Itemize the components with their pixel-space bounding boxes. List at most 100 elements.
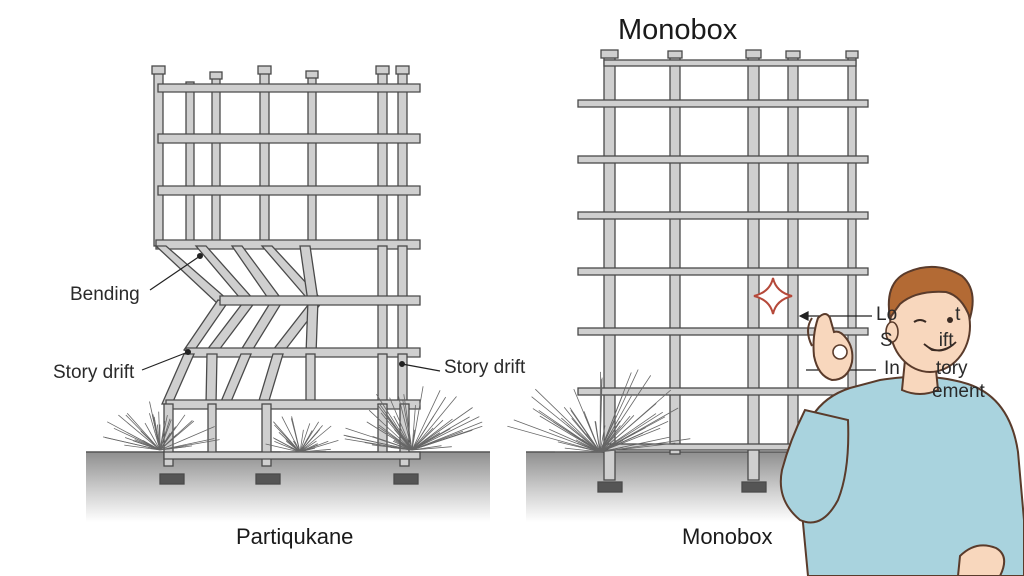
crack-burst-line bbox=[599, 416, 666, 453]
label-right-line3-head: In bbox=[884, 358, 900, 379]
crack-burst-line bbox=[577, 442, 601, 453]
crack-burst-line bbox=[134, 439, 161, 451]
crack-burst-line bbox=[299, 423, 311, 453]
label-right-line3: In tory bbox=[884, 358, 968, 380]
label-story-drift-right: Story drift bbox=[444, 357, 526, 378]
label-right-line1-head: Lo bbox=[876, 304, 898, 325]
crack-burst-line bbox=[153, 416, 161, 451]
crack-burst-line bbox=[265, 443, 301, 453]
crack-burst-line bbox=[411, 430, 464, 451]
crack-burst-line bbox=[411, 396, 457, 451]
crack-burst-line bbox=[343, 434, 413, 451]
crack-burst-line bbox=[159, 414, 186, 451]
crack-burst-line bbox=[570, 410, 601, 453]
crack-burst-line bbox=[368, 409, 413, 451]
crack-burst-line bbox=[124, 444, 161, 451]
crack-burst-line bbox=[599, 392, 624, 453]
crack-burst-line bbox=[299, 431, 319, 453]
crack-burst-line bbox=[599, 427, 661, 453]
crack-burst-line bbox=[599, 411, 664, 453]
crack-burst-line bbox=[599, 442, 676, 453]
crack-burst-line bbox=[411, 446, 452, 451]
crack-burst-line bbox=[299, 447, 316, 453]
left-ground bbox=[86, 451, 490, 522]
right-crack-bursts bbox=[507, 369, 691, 453]
sparkle-icon bbox=[753, 277, 793, 315]
crack-burst-line bbox=[397, 395, 413, 451]
crack-burst-line bbox=[411, 445, 442, 451]
crack-burst-line bbox=[563, 407, 601, 453]
crack-burst-line bbox=[564, 447, 601, 453]
crack-burst-line bbox=[113, 427, 161, 451]
crack-burst-line bbox=[599, 425, 606, 453]
crack-burst-line bbox=[118, 414, 161, 451]
label-right-line1-tail: t bbox=[955, 304, 961, 325]
left-building bbox=[151, 65, 421, 485]
crack-burst-line bbox=[393, 415, 413, 451]
label-right-line2-head: S bbox=[880, 330, 893, 351]
caption-right: Monobox bbox=[682, 524, 773, 549]
crack-burst-line bbox=[599, 413, 657, 453]
label-bending: Bending bbox=[70, 284, 140, 305]
crack-burst-line bbox=[274, 441, 301, 453]
crack-burst-line bbox=[299, 429, 304, 453]
crack-burst-line bbox=[599, 371, 601, 453]
crack-burst-line bbox=[144, 422, 161, 451]
crack-burst-line bbox=[411, 415, 435, 451]
crack-burst-line bbox=[599, 421, 669, 453]
right-building bbox=[577, 49, 869, 493]
crack-burst-line bbox=[599, 438, 691, 453]
crack-burst-line bbox=[125, 414, 161, 451]
crack-burst-line bbox=[594, 421, 601, 453]
label-right-line1: Lo t bbox=[876, 304, 960, 326]
crack-burst-line bbox=[379, 404, 413, 451]
crack-burst-line bbox=[299, 450, 326, 453]
crack-burst-line bbox=[364, 442, 413, 451]
crack-burst-line bbox=[107, 421, 161, 451]
crack-burst-line bbox=[566, 424, 601, 453]
crack-burst-line bbox=[293, 440, 301, 453]
crack-burst-line bbox=[507, 425, 601, 453]
crack-burst-line bbox=[535, 388, 601, 453]
crack-burst-line bbox=[159, 419, 172, 451]
crack-burst-line bbox=[159, 420, 166, 451]
crack-burst-line bbox=[159, 420, 193, 451]
left-crack-bursts bbox=[103, 386, 483, 453]
crack-burst-line bbox=[274, 424, 301, 453]
label-right-line2-tail: ift bbox=[938, 330, 954, 351]
person-illustration bbox=[779, 265, 1024, 576]
crack-burst-line bbox=[281, 416, 301, 453]
crack-burst-line bbox=[389, 397, 413, 451]
crack-burst-line bbox=[103, 436, 161, 451]
crack-burst-line bbox=[584, 415, 601, 453]
crack-burst-line bbox=[411, 407, 473, 451]
crack-burst-line bbox=[159, 426, 215, 451]
crack-burst-line bbox=[411, 386, 424, 451]
crack-burst-line bbox=[366, 421, 413, 451]
crack-burst-line bbox=[599, 415, 635, 453]
crack-burst-line bbox=[411, 416, 480, 451]
crack-burst-line bbox=[599, 375, 652, 453]
crack-burst-line bbox=[376, 393, 413, 451]
left-leaders bbox=[141, 253, 441, 372]
crack-burst-line bbox=[411, 390, 441, 451]
caption-left: Partiqukane bbox=[236, 524, 354, 549]
label-right-line3-tail: tory bbox=[935, 358, 968, 379]
crack-burst-line bbox=[599, 403, 657, 453]
crack-burst-line bbox=[411, 405, 416, 451]
crack-burst-line bbox=[378, 424, 413, 451]
crack-burst-line bbox=[299, 438, 309, 453]
crack-burst-line bbox=[549, 428, 601, 453]
label-story-drift-left: Story drift bbox=[53, 362, 135, 383]
crack-burst-line bbox=[411, 432, 441, 451]
label-right-line4: ement bbox=[932, 381, 985, 402]
crack-burst-line bbox=[272, 437, 301, 453]
crack-burst-line bbox=[159, 445, 193, 451]
crack-burst-line bbox=[149, 413, 161, 451]
diagram-title: Monobox bbox=[618, 14, 738, 46]
crack-burst-line bbox=[290, 418, 301, 453]
crack-burst-line bbox=[159, 438, 215, 451]
crack-burst-line bbox=[372, 436, 413, 451]
